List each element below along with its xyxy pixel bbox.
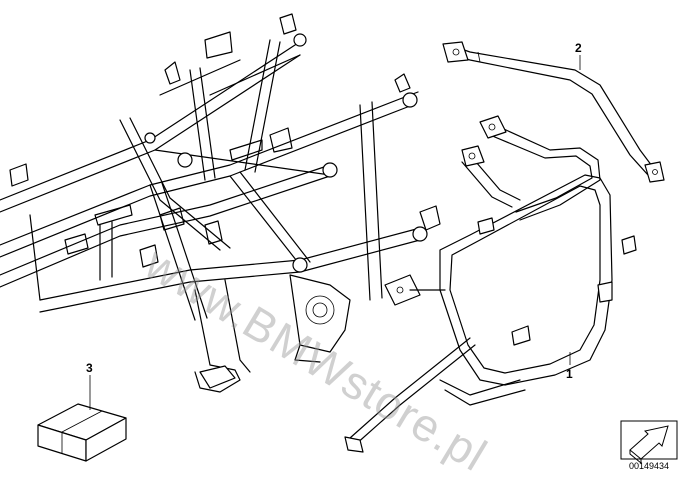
callout-1: 1 <box>566 367 573 381</box>
diagram-number: 00149434 <box>628 461 670 471</box>
arrow-icon <box>620 420 678 465</box>
pannier-frame-part <box>344 115 637 453</box>
frame-tube-part <box>442 41 665 183</box>
callout-2: 2 <box>575 41 582 55</box>
callout-3: 3 <box>86 361 93 375</box>
main-frame <box>0 13 441 393</box>
kit-box-part <box>37 403 127 462</box>
